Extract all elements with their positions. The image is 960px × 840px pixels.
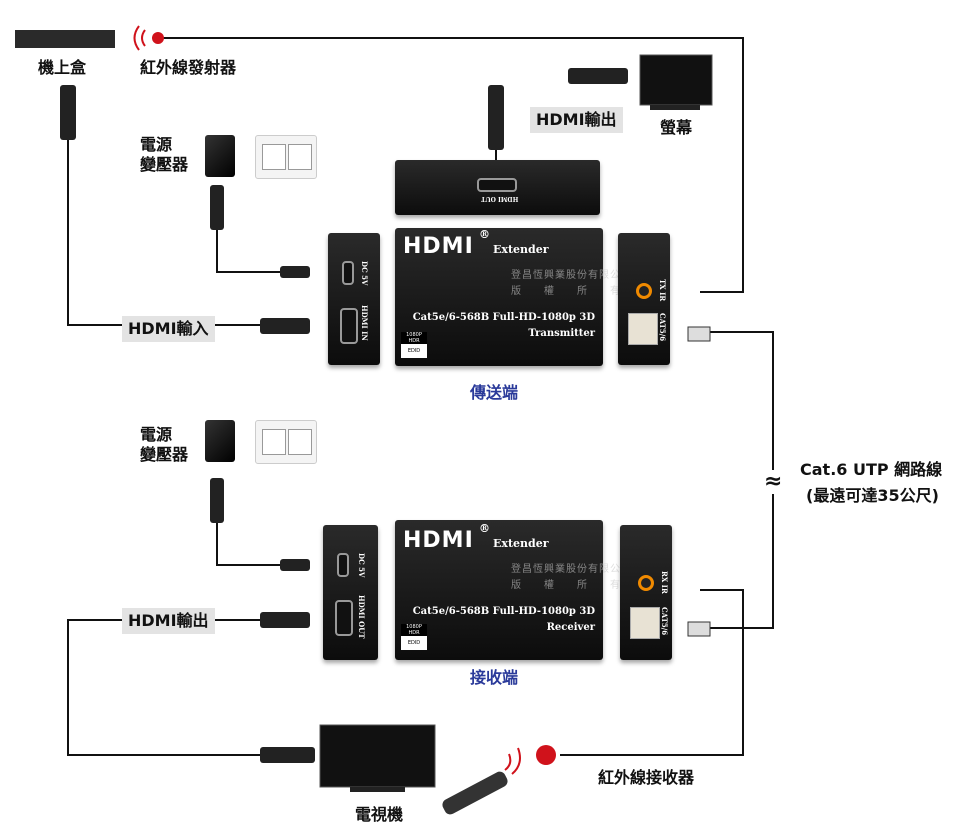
cat-port[interactable] bbox=[628, 313, 658, 345]
watermark-line1: 登昌恆興業股份有限公司 bbox=[511, 564, 632, 575]
transmitter-right-panel: TX IR CAT5/6 bbox=[618, 233, 670, 365]
tv-hdmi-cable bbox=[67, 619, 260, 756]
ir-emitter-icon bbox=[152, 32, 164, 44]
monitor-label: 螢幕 bbox=[660, 118, 693, 137]
power-adapter-bottom-label: 電源 變壓器 bbox=[140, 425, 189, 464]
hdmi-out-port-label: HDMI OUT bbox=[481, 195, 519, 202]
hdmi-logo: HDMI bbox=[403, 528, 474, 553]
ir-signal-icon bbox=[133, 25, 146, 51]
power-cable-bottom bbox=[216, 520, 300, 566]
hdmi-input-label: HDMI輸入 bbox=[122, 316, 215, 342]
receiver-side-label: 接收端 bbox=[470, 668, 519, 687]
cat-port[interactable] bbox=[630, 607, 660, 639]
tv-label: 電視機 bbox=[355, 805, 404, 824]
power-cable-top bbox=[216, 230, 300, 273]
spec-text: Cat5e/6-568B Full-HD-1080p 3D bbox=[412, 312, 595, 323]
ir-emitter-label: 紅外線發射器 bbox=[140, 58, 237, 77]
set-top-box-icon bbox=[15, 30, 115, 48]
hdmi-output-top-label: HDMI輸出 bbox=[530, 107, 623, 133]
model-text: Transmitter bbox=[528, 328, 595, 339]
monitor-icon bbox=[639, 54, 713, 106]
ir-receiver-label: 紅外線接收器 bbox=[598, 768, 695, 787]
transmitter-side-label: 傳送端 bbox=[470, 383, 519, 402]
wall-outlet-icon bbox=[255, 135, 317, 179]
remote-control-icon bbox=[442, 771, 508, 815]
approx-symbol: ≈ bbox=[764, 469, 783, 494]
cable-range-label: (最遠可達35公尺) bbox=[806, 486, 939, 505]
hdmi-plugs bbox=[60, 68, 711, 763]
ir-receiver-cable bbox=[560, 589, 744, 756]
model-text: Receiver bbox=[546, 622, 595, 633]
ir-receiver-icon bbox=[536, 745, 556, 765]
receiver-left-panel: DC 5V HDMI OUT bbox=[323, 525, 378, 660]
cat6-cable bbox=[700, 331, 774, 629]
receiver-right-panel: RX IR CAT5/6 bbox=[620, 525, 672, 660]
hdmi-logo: HDMI bbox=[403, 234, 474, 259]
power-adapter-top-label: 電源 變壓器 bbox=[140, 135, 189, 174]
ir-emitter-cable bbox=[160, 37, 744, 293]
product-name: Extender bbox=[493, 537, 549, 550]
product-name: Extender bbox=[493, 243, 549, 256]
hdmi-output-bottom-label: HDMI輸出 bbox=[122, 608, 215, 634]
power-adapter-icon bbox=[205, 135, 235, 177]
registered-mark: ® bbox=[479, 228, 490, 241]
transmitter-left-panel: DC 5V HDMI IN bbox=[328, 233, 380, 365]
transmitter-body: HDMI ® Extender 登昌恆興業股份有限公司 版 權 所 有 Cat5… bbox=[395, 228, 631, 366]
set-top-box-label: 機上盒 bbox=[38, 58, 87, 77]
watermark-line1: 登昌恆興業股份有限公司 bbox=[511, 270, 632, 281]
watermark-line2: 版 權 所 有 bbox=[511, 286, 621, 297]
transmitter-top-view: HDMI OUT bbox=[395, 160, 600, 215]
tx-ir-jack[interactable] bbox=[636, 283, 652, 299]
wall-outlet-icon bbox=[255, 420, 317, 464]
rx-ir-jack[interactable] bbox=[638, 575, 654, 591]
power-adapter-icon bbox=[205, 420, 235, 462]
registered-mark: ® bbox=[479, 522, 490, 535]
remote-signal-icon bbox=[504, 747, 521, 775]
tv-icon bbox=[319, 724, 436, 788]
watermark-line2: 版 權 所 有 bbox=[511, 580, 621, 591]
cable-label: Cat.6 UTP 網路線 bbox=[800, 460, 943, 479]
spec-text: Cat5e/6-568B Full-HD-1080p 3D bbox=[412, 606, 595, 617]
receiver-body: HDMI ® Extender 登昌恆興業股份有限公司 版 權 所 有 Cat5… bbox=[395, 520, 631, 660]
